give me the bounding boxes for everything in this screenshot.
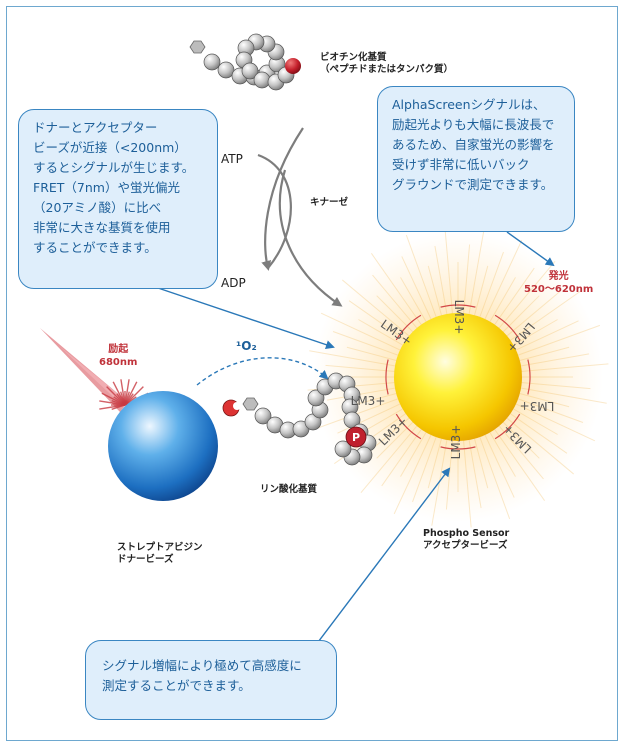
sensitivity-callout: シグナル増幅により極めて高感度に 測定することができます。 [85, 640, 337, 720]
excitation-beam [40, 328, 128, 412]
lm-label: LM3+ [520, 399, 555, 413]
donor-bead [108, 391, 218, 501]
alphascreen-callout: AlphaScreenシグナルは、 励起光よりも大幅に長波長で あるため、自家蛍… [377, 86, 575, 232]
lm-label: LM3+ [351, 394, 386, 408]
acceptor-bead [394, 313, 522, 441]
singlet-oxygen-label: ¹O₂ [236, 339, 257, 353]
proximity-callout: ドナーとアクセプター ビーズが近接（<200nm） するとシグナルが生じます。 … [18, 109, 218, 289]
atp-label: ATP [221, 152, 243, 166]
biotin-substrate-label: ビオチン化基質 （ペプチドまたはタンパク質） [320, 52, 454, 75]
kinase-arrow [261, 127, 304, 271]
lm-label: LM3+ [452, 300, 466, 335]
singlet-oxygen-arrow [196, 357, 329, 386]
sensitivity-pointer [305, 467, 451, 659]
biotin-icon [242, 397, 259, 411]
streptavidin-icon [222, 399, 241, 417]
phospho-substrate-label: リン酸化基質 [260, 484, 318, 495]
phosphate-icon [345, 426, 367, 448]
phosphate-label: P [352, 431, 360, 444]
kinase-label: キナーゼ [310, 197, 349, 208]
donor-bead-label: ストレプトアビジン ドナービーズ [117, 542, 203, 565]
acceptor-bead-label: Phospho Sensor アクセプタービーズ [423, 528, 510, 551]
emission-rays [307, 226, 609, 528]
lanthanide-brackets [385, 304, 531, 450]
proximity-pointer [157, 287, 335, 350]
excitation-burst [99, 379, 151, 410]
biotin-top-icon [189, 40, 206, 54]
atp-adp-arc [257, 153, 292, 269]
lm-label: LM3+ [449, 425, 463, 460]
emission-pointer [506, 231, 555, 267]
biotin-substrate-chain [203, 33, 295, 91]
phosphorylation-site [285, 58, 301, 74]
substrate-to-acceptor-arrow [278, 169, 343, 307]
adp-label: ADP [221, 276, 246, 290]
excitation-label: 励起 680nm [99, 344, 138, 368]
emission-label: 発光 520～620nm [524, 271, 594, 295]
